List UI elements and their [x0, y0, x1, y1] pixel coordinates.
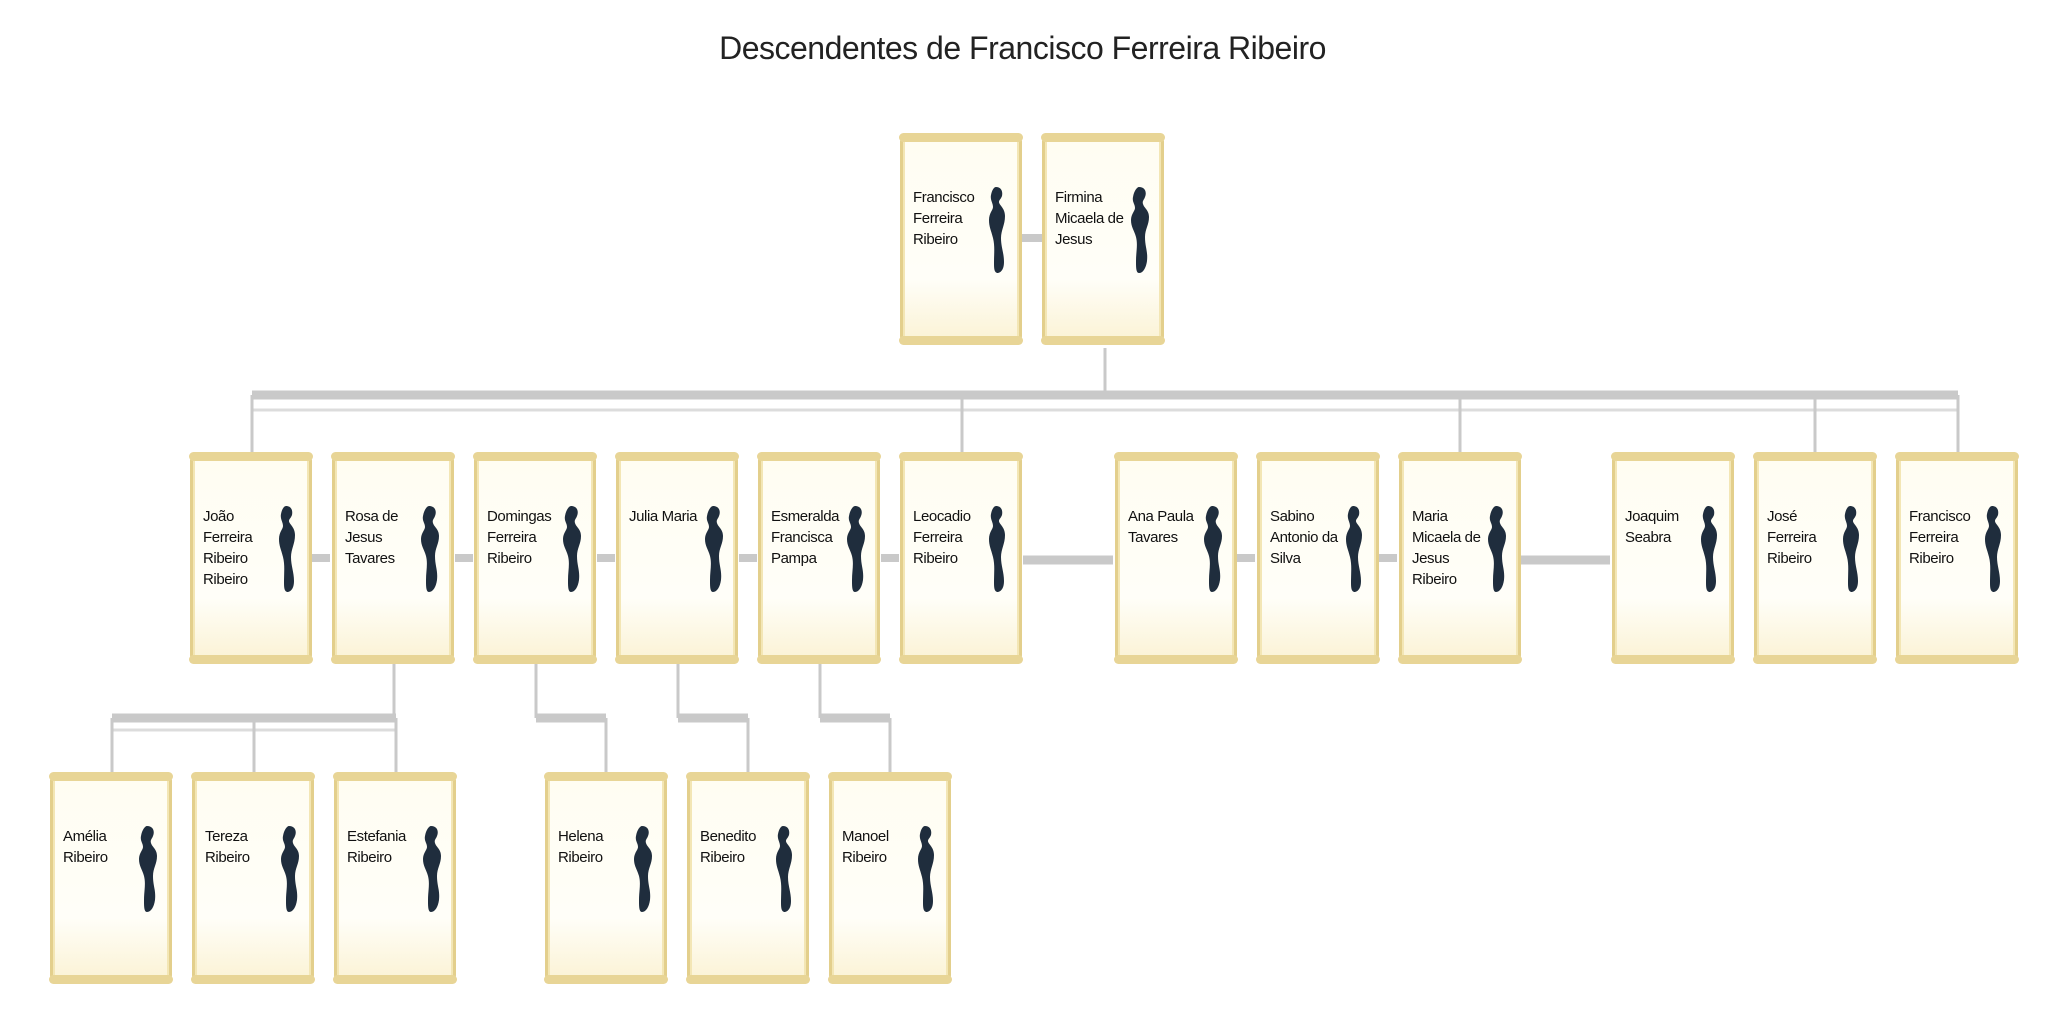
person-name: Leocadio Ferreira Ribeiro: [913, 508, 971, 567]
person-name: Joaquim Seabra: [1625, 508, 1679, 546]
person-name: Esmeralda Francisca Pampa: [771, 508, 840, 567]
person-name: Amélia Ribeiro: [63, 828, 108, 866]
male-silhouette-icon: [989, 187, 1005, 273]
person-name: Rosa de Jesus Tavares: [345, 508, 399, 567]
person-name: Julia Maria: [629, 508, 698, 525]
person-card-firmina-micaela-de-jesus[interactable]: Firmina Micaela de Jesus: [1041, 133, 1165, 345]
person-card-leocadio-ferreira-ribeiro[interactable]: Leocadio Ferreira Ribeiro: [899, 452, 1023, 664]
female-silhouette-icon: [705, 506, 723, 592]
person-card-helena-ribeiro[interactable]: Helena Ribeiro: [544, 772, 668, 984]
person-card-manoel-ribeiro[interactable]: Manoel Ribeiro: [828, 772, 952, 984]
person-name: João Ferreira Ribeiro Ribeiro: [203, 508, 253, 588]
person-name: Domingas Ferreira Ribeiro: [487, 508, 552, 567]
person-card-francisco-ferreira-ribeiro-jr[interactable]: Francisco Ferreira Ribeiro: [1895, 452, 2019, 664]
male-silhouette-icon: [1985, 506, 2001, 592]
person-card-ana-paula-tavares[interactable]: Ana Paula Tavares: [1114, 452, 1238, 664]
person-card-maria-micaela-de-jesus-ribeiro[interactable]: Maria Micaela de Jesus Ribeiro: [1398, 452, 1522, 664]
female-silhouette-icon: [1131, 187, 1149, 273]
male-silhouette-icon: [776, 826, 792, 912]
female-silhouette-icon: [563, 506, 581, 592]
male-silhouette-icon: [1843, 506, 1859, 592]
person-card-julia-maria[interactable]: Julia Maria: [615, 452, 739, 664]
person-name: Tereza Ribeiro: [205, 828, 250, 866]
female-silhouette-icon: [139, 826, 157, 912]
person-name: Francisco Ferreira Ribeiro: [913, 189, 975, 248]
person-card-esmeralda-francisca-pampa[interactable]: Esmeralda Francisca Pampa: [757, 452, 881, 664]
person-name: Firmina Micaela de Jesus: [1055, 189, 1124, 248]
person-card-francisco-ferreira-ribeiro[interactable]: Francisco Ferreira Ribeiro: [899, 133, 1023, 345]
person-card-joaquim-seabra[interactable]: Joaquim Seabra: [1611, 452, 1735, 664]
person-name: Sabino Antonio da Silva: [1270, 508, 1338, 567]
person-card-joao-ferreira-ribeiro-ribeiro[interactable]: João Ferreira Ribeiro Ribeiro: [189, 452, 313, 664]
person-card-sabino-antonio-da-silva[interactable]: Sabino Antonio da Silva: [1256, 452, 1380, 664]
diagram-title: Descendentes de Francisco Ferreira Ribei…: [719, 30, 1326, 66]
person-card-domingas-ferreira-ribeiro[interactable]: Domingas Ferreira Ribeiro: [473, 452, 597, 664]
female-silhouette-icon: [281, 826, 299, 912]
person-card-benedito-ribeiro[interactable]: Benedito Ribeiro: [686, 772, 810, 984]
person-name: Benedito Ribeiro: [700, 828, 757, 866]
male-silhouette-icon: [1701, 506, 1717, 592]
male-silhouette-icon: [1346, 506, 1362, 592]
male-silhouette-icon: [918, 826, 934, 912]
person-name: Manoel Ribeiro: [842, 828, 889, 866]
person-name: José Ferreira Ribeiro: [1767, 508, 1817, 567]
person-name: Estefania Ribeiro: [347, 828, 406, 866]
person-card-amelia-ribeiro[interactable]: Amélia Ribeiro: [49, 772, 173, 984]
person-card-jose-ferreira-ribeiro[interactable]: José Ferreira Ribeiro: [1753, 452, 1877, 664]
person-name: Francisco Ferreira Ribeiro: [1909, 508, 1971, 567]
person-card-tereza-ribeiro[interactable]: Tereza Ribeiro: [191, 772, 315, 984]
person-name: Helena Ribeiro: [558, 828, 604, 866]
person-name: Maria Micaela de Jesus Ribeiro: [1412, 508, 1481, 588]
person-card-rosa-de-jesus-tavares[interactable]: Rosa de Jesus Tavares: [331, 452, 455, 664]
female-silhouette-icon: [847, 506, 865, 592]
female-silhouette-icon: [1488, 506, 1506, 592]
male-silhouette-icon: [279, 506, 295, 592]
person-name: Ana Paula Tavares: [1128, 508, 1194, 546]
male-silhouette-icon: [989, 506, 1005, 592]
female-silhouette-icon: [423, 826, 441, 912]
female-silhouette-icon: [634, 826, 652, 912]
person-card-estefania-ribeiro[interactable]: Estefania Ribeiro: [333, 772, 457, 984]
female-silhouette-icon: [1204, 506, 1222, 592]
female-silhouette-icon: [421, 506, 439, 592]
